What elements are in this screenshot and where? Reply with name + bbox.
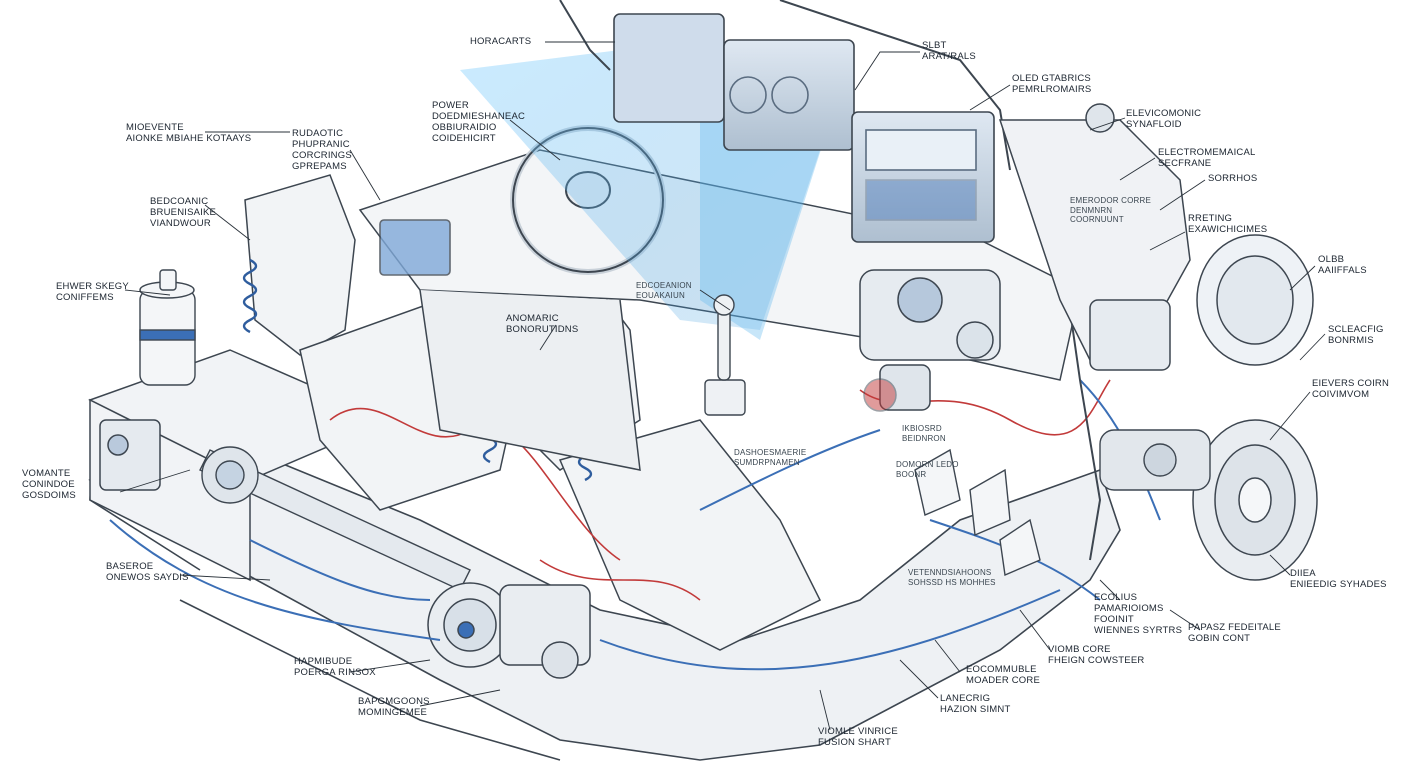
- callout-domcro: Domorn ledoBoonr: [896, 460, 959, 479]
- rear-drive-shaft: [199, 446, 471, 591]
- callout-horacarts: HORACARTS: [470, 36, 532, 47]
- callout-sorrhos: SORRHOS: [1208, 173, 1258, 184]
- headlight: [1196, 234, 1314, 366]
- front-body: [998, 103, 1191, 371]
- wiring-blue: [109, 379, 1161, 671]
- callout-small-right: Emerodor correDenmnrnCoornuunt: [1070, 196, 1152, 224]
- front-axle: [1099, 429, 1211, 491]
- energy-cylinder: [139, 269, 196, 386]
- callout-floor-note: VetenndsiahoonsSOHSSD HS MOHHES: [908, 568, 996, 587]
- gear-shifter: [704, 294, 746, 416]
- rear-gearbox: [427, 582, 591, 679]
- engine-block: [859, 269, 1001, 412]
- callout-small-mid: IkbiosrdBEIDNRON: [902, 424, 946, 443]
- leader-lines: [119, 41, 1326, 731]
- dash-screens: [379, 13, 995, 276]
- pedals: [914, 448, 1041, 577]
- front-wheel-hub: [1192, 419, 1318, 581]
